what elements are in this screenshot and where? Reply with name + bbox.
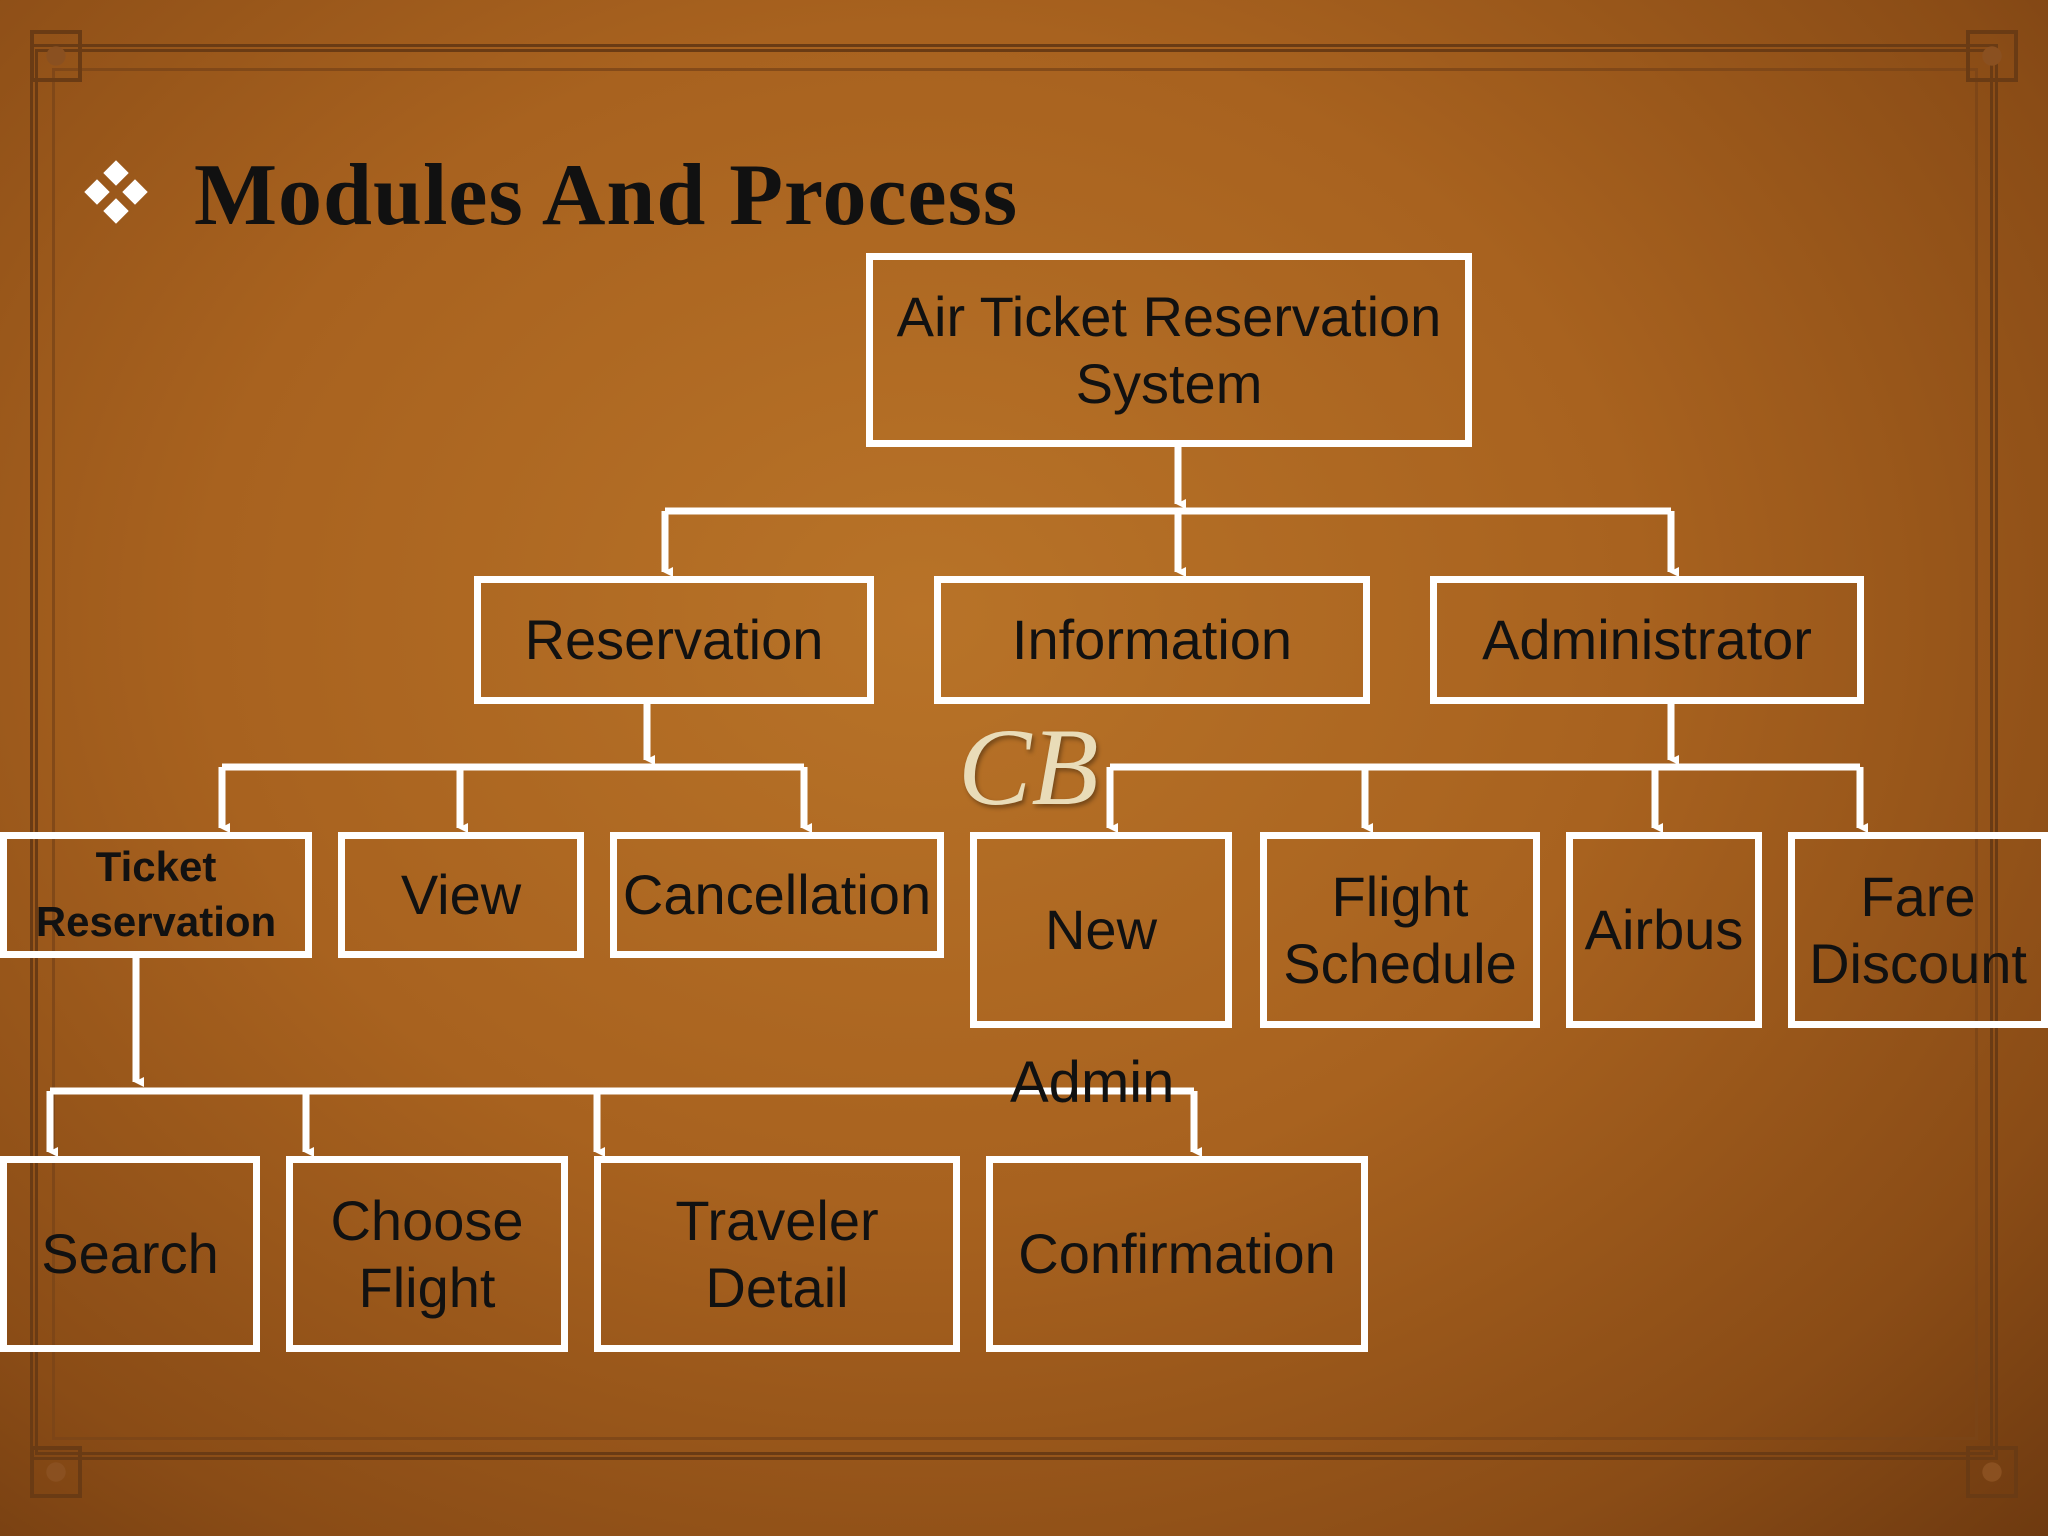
slide-title: Modules And Process (194, 146, 1019, 244)
node-view: View (338, 832, 584, 958)
title-row: Modules And Process (84, 140, 1018, 250)
slide-border-inner (52, 68, 1978, 1440)
node-ticket-reservation: Ticket Reservation (0, 832, 312, 958)
node-airbus: Airbus (1566, 832, 1762, 1028)
node-flight-schedule: Flight Schedule (1260, 832, 1540, 1028)
node-administrator: Administrator (1430, 576, 1864, 704)
corner-ornament-top-right (1966, 30, 2018, 82)
corner-ornament-top-left (30, 30, 82, 82)
node-traveler-detail: Traveler Detail (594, 1156, 960, 1352)
slide-border (30, 44, 1998, 1460)
node-root: Air Ticket Reservation System (866, 253, 1472, 447)
corner-ornament-bottom-left (30, 1446, 82, 1498)
node-information: Information (934, 576, 1370, 704)
logo-monogram-icon: CB (958, 706, 1099, 828)
corner-ornament-bottom-right (1966, 1446, 2018, 1498)
node-fare-discount: Fare Discount (1788, 832, 2048, 1028)
node-choose-flight: Choose Flight (286, 1156, 568, 1352)
node-cancellation: Cancellation (610, 832, 944, 958)
node-search: Search (0, 1156, 260, 1352)
node-reservation: Reservation (474, 576, 874, 704)
node-new: New (970, 832, 1232, 1028)
node-confirmation: Confirmation (986, 1156, 1368, 1352)
stray-admin-label: Admin (1010, 1050, 1175, 1115)
